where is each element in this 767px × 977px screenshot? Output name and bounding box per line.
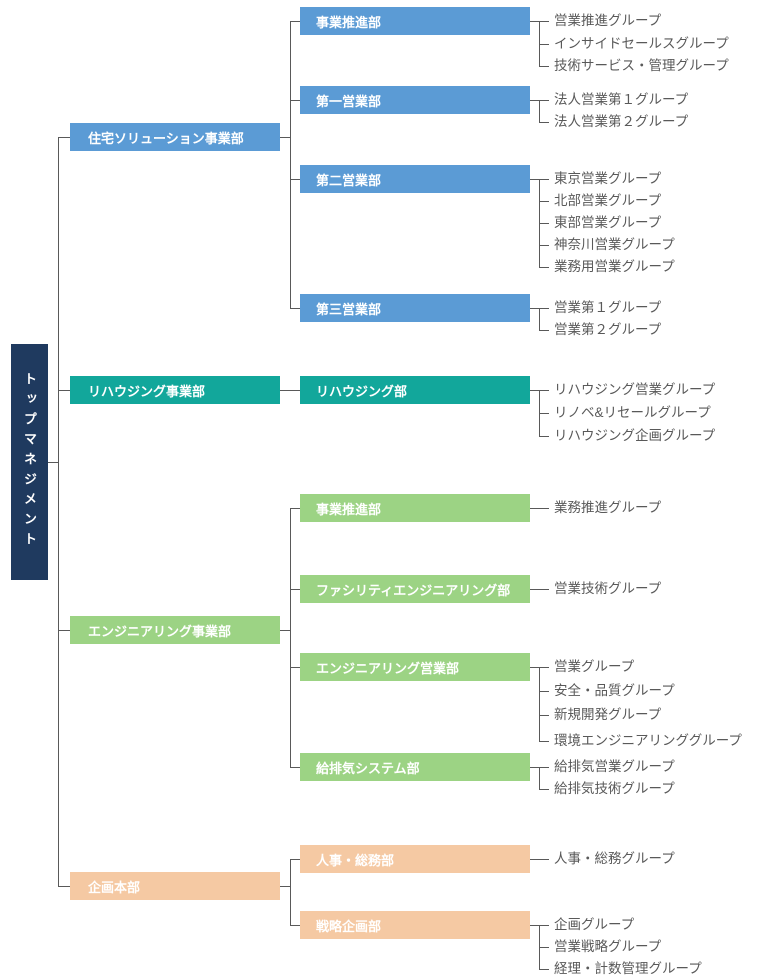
connector-line (290, 925, 300, 926)
connector-line (290, 308, 300, 309)
connector-line (530, 589, 549, 590)
connector-line (539, 715, 549, 716)
connector-line (290, 508, 300, 509)
connector-line (290, 859, 300, 860)
dept-sales-3-box: 第三営業部 (300, 294, 530, 322)
connector-line (539, 789, 549, 790)
connector-line (530, 859, 549, 860)
dept-sales-1-box: 第一営業部 (300, 86, 530, 114)
group-label: インサイドセールスグループ (554, 36, 729, 51)
connector-line (539, 308, 540, 330)
dept-sales-2-box: 第二営業部 (300, 165, 530, 193)
group-label: 東部営業グループ (554, 215, 662, 230)
group-label: リハウジング営業グループ (554, 382, 716, 397)
connector-line (539, 223, 549, 224)
group-label: 環境エンジニアリンググループ (554, 733, 742, 748)
group-label: 法人営業第１グループ (554, 92, 689, 107)
dept-eng-business-promotion-box: 事業推進部 (300, 494, 530, 522)
division-engineering-box: エンジニアリング事業部 (70, 616, 280, 644)
division-rehousing-box: リハウジング事業部 (70, 376, 280, 404)
group-label: 営業第１グループ (554, 300, 662, 315)
group-label: 営業戦略グループ (554, 939, 662, 954)
connector-line (48, 462, 58, 463)
dept-rehousing-box: リハウジング部 (300, 376, 530, 404)
connector-line (539, 44, 549, 45)
connector-line (280, 886, 290, 887)
connector-line (539, 413, 549, 414)
connector-line (539, 122, 549, 123)
division-housing-solution-box: 住宅ソリューション事業部 (70, 123, 280, 151)
connector-line (539, 330, 549, 331)
connector-line (58, 630, 70, 631)
connector-line (539, 969, 549, 970)
connector-line (290, 589, 300, 590)
group-label: 業務推進グループ (554, 500, 662, 515)
connector-line (539, 245, 549, 246)
division-planning-hq-box: 企画本部 (70, 872, 280, 900)
dept-facility-engineering-box: ファシリティエンジニアリング部 (300, 575, 530, 603)
connector-line (290, 21, 300, 22)
connector-line (539, 947, 549, 948)
group-label: 営業技術グループ (554, 581, 662, 596)
group-label: 安全・品質グループ (554, 683, 675, 698)
connector-line (539, 436, 549, 437)
group-label: 東京営業グループ (554, 171, 662, 186)
group-label: 人事・総務グループ (554, 851, 675, 866)
group-label: 新規開発グループ (554, 707, 662, 722)
group-label: リノベ&リセールグループ (554, 405, 711, 420)
connector-line (539, 767, 540, 789)
connector-line (58, 390, 70, 391)
group-label: 北部営業グループ (554, 193, 662, 208)
connector-line (290, 100, 300, 101)
group-label: 企画グループ (554, 917, 635, 932)
group-label: 給排気技術グループ (554, 781, 675, 796)
connector-line (290, 508, 291, 767)
connector-line (280, 137, 290, 138)
connector-line (539, 267, 549, 268)
dept-engineering-sales-box: エンジニアリング営業部 (300, 653, 530, 681)
dept-hr-general-affairs-box: 人事・総務部 (300, 845, 530, 873)
connector-line (539, 691, 549, 692)
connector-line (539, 201, 549, 202)
connector-line (280, 390, 300, 391)
connector-line (290, 859, 291, 925)
connector-line (280, 630, 290, 631)
connector-line (539, 741, 549, 742)
connector-line (58, 137, 70, 138)
group-label: 営業第２グループ (554, 322, 662, 337)
group-label: 法人営業第２グループ (554, 114, 689, 129)
connector-line (290, 179, 300, 180)
group-label: リハウジング企画グループ (554, 428, 716, 443)
connector-line (539, 21, 540, 66)
connector-line (539, 100, 540, 122)
connector-line (290, 667, 300, 668)
top-management-box: トップマネジメント (11, 344, 48, 580)
connector-line (58, 137, 59, 886)
connector-line (290, 21, 291, 308)
group-label: 給排気営業グループ (554, 759, 675, 774)
connector-line (539, 66, 549, 67)
connector-line (539, 667, 540, 741)
group-label: 技術サービス・管理グループ (554, 58, 729, 73)
dept-business-promotion-box: 事業推進部 (300, 7, 530, 35)
connector-line (58, 886, 70, 887)
group-label: 業務用営業グループ (554, 259, 675, 274)
group-label: 営業グループ (554, 659, 635, 674)
connector-line (530, 508, 549, 509)
group-label: 経理・計数管理グループ (554, 961, 702, 976)
connector-line (290, 767, 300, 768)
dept-strategic-planning-box: 戦略企画部 (300, 911, 530, 939)
group-label: 営業推進グループ (554, 13, 662, 28)
dept-air-supply-system-box: 給排気システム部 (300, 753, 530, 781)
group-label: 神奈川営業グループ (554, 237, 675, 252)
